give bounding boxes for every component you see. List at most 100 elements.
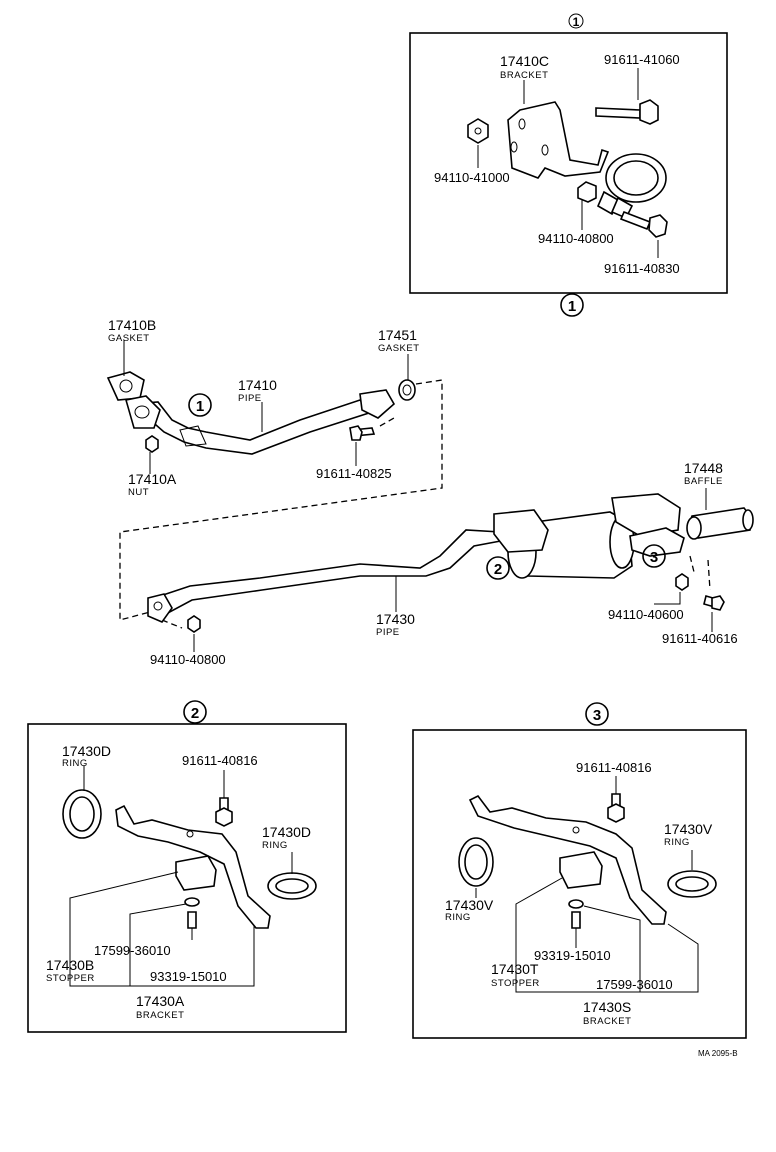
stopper-part-number: 17430B xyxy=(46,957,94,973)
detail-marker-1 xyxy=(188,393,212,417)
nut-left-part-number: 94110-41000 xyxy=(434,170,510,185)
inset-marker-small-number: 1 xyxy=(573,15,580,29)
gasket-rear-part-number: 17451 xyxy=(378,327,417,343)
washer-17599-36010-shape xyxy=(568,899,584,909)
inset-3-rear-hanger: 3 91611-40816 17430V RING 17430V RING xyxy=(412,702,747,1039)
tail-pipe-shape xyxy=(629,527,685,557)
inset-2-front-hanger: 2 17430D RING 91611-40816 17430D RING xyxy=(27,700,347,1033)
nut-17410a-shape xyxy=(145,435,159,453)
front-pipe-flange xyxy=(124,395,161,429)
bracket-part-name: BRACKET xyxy=(500,70,548,81)
bolt-91611-41060-head xyxy=(639,99,659,125)
inset-1-marker-number: 1 xyxy=(568,298,576,315)
bolt-91611-40830-head xyxy=(648,214,668,238)
ring-left-part-number: 17430V xyxy=(445,897,494,913)
pipe-front-part-name: PIPE xyxy=(238,393,262,404)
detail-marker-3-number: 3 xyxy=(650,549,658,566)
nut-94110-40800-shape xyxy=(577,181,597,203)
ring-left-part-name: RING xyxy=(62,758,88,769)
front-pipe-opening xyxy=(134,405,150,419)
bolt-91611-40616-head xyxy=(711,595,725,611)
screw-part-number: 93319-15010 xyxy=(150,969,227,984)
baffle-opening xyxy=(686,516,702,540)
ring-left-inner xyxy=(69,796,95,832)
inset-3-frame xyxy=(412,729,747,1039)
detail-marker-2-number: 2 xyxy=(494,561,502,578)
stopper-part-name: STOPPER xyxy=(46,973,95,984)
figure-code: MA 2095-B xyxy=(698,1049,738,1058)
nut-hole xyxy=(474,127,482,135)
inset-2-frame xyxy=(27,723,347,1033)
rear-pipe-17430-shape xyxy=(158,529,508,616)
bracket-hole xyxy=(186,830,194,838)
leader xyxy=(515,877,699,993)
gasket-hole xyxy=(402,384,412,396)
screw-part-number: 93319-15010 xyxy=(534,948,611,963)
ring-right-part-number: 17430D xyxy=(262,824,311,840)
front-pipe-clamp xyxy=(179,425,207,447)
stopper-17430t-shape xyxy=(559,851,603,889)
detail-marker-3 xyxy=(642,544,666,568)
baffle-part-name: BAFFLE xyxy=(684,476,723,487)
washer-part-number: 17599-36010 xyxy=(94,943,171,958)
nut-94110-40600-shape xyxy=(675,573,689,591)
rear-pipe-opening xyxy=(153,601,163,611)
leader xyxy=(654,592,681,605)
nut-front-part-number: 17410A xyxy=(128,471,177,487)
stopper-17430b-shape xyxy=(175,855,217,891)
front-pipe-rear-flange xyxy=(359,389,396,419)
connection-dashed-line xyxy=(119,379,443,621)
clamp-ring-inner xyxy=(613,160,659,196)
bracket-hole xyxy=(572,826,580,834)
bracket-hole xyxy=(518,118,526,130)
bracket-hole xyxy=(510,141,518,153)
nut-94110-41000-shape xyxy=(467,118,489,144)
ring-right-part-name: RING xyxy=(664,837,690,848)
ring-right-part-name: RING xyxy=(262,840,288,851)
rear-pipe-flange xyxy=(147,593,173,623)
ring-right-inner xyxy=(675,876,709,892)
connection-dashed-line xyxy=(689,555,695,573)
bolt-91611-40816-head xyxy=(607,803,625,823)
bolt-91611-41060-shank xyxy=(595,107,641,119)
screw-93319-15010-shape xyxy=(571,911,581,929)
pipe-rear-part-name: PIPE xyxy=(376,627,400,638)
bolt-91611-40830-shank xyxy=(619,210,652,231)
detail-marker-2 xyxy=(486,556,510,580)
bolt-91611-40816-head xyxy=(215,807,233,827)
ring-right-part-number: 17430V xyxy=(664,821,713,837)
connection-dashed-line xyxy=(707,559,711,591)
bracket-part-number: 17430A xyxy=(136,993,185,1009)
bolt-91611-40825-head xyxy=(349,425,363,441)
muffler-rear-hanger xyxy=(611,493,681,537)
bolt-part-number: 91611-40816 xyxy=(182,753,258,768)
bracket-hole xyxy=(541,144,549,156)
pipe-rear-part-number: 17430 xyxy=(376,611,415,627)
inset-3-marker xyxy=(585,702,609,726)
stopper-part-name: STOPPER xyxy=(491,978,540,989)
gasket-front-part-number: 17410B xyxy=(108,317,156,333)
gasket-17451-shape xyxy=(398,379,416,401)
bolt-flange-part-number: 91611-40825 xyxy=(316,466,392,481)
leader xyxy=(583,905,641,992)
pipe-front-part-number: 17410 xyxy=(238,377,277,393)
inset-3-marker-number: 3 xyxy=(593,707,601,724)
ring-left-part-number: 17430D xyxy=(62,743,111,759)
leader xyxy=(129,903,187,986)
nut-flange-part-number: 94110-40800 xyxy=(150,652,226,667)
gasket-front-part-name: GASKET xyxy=(108,333,150,344)
inset-marker-small xyxy=(568,13,584,29)
gasket-17410b-shape xyxy=(106,371,145,401)
detail-marker-1-number: 1 xyxy=(196,398,204,415)
inset-2-marker xyxy=(183,700,207,724)
ring-left-inner xyxy=(464,844,488,880)
bracket-part-name: BRACKET xyxy=(136,1010,184,1021)
nut-94110-40800-shape xyxy=(187,615,201,633)
front-pipe-17410-shape xyxy=(130,399,374,455)
connection-dashed-line xyxy=(379,417,395,427)
bracket-17410c-shape xyxy=(507,101,610,179)
baffle-part-number: 17448 xyxy=(684,460,723,476)
ring-right-inner xyxy=(275,878,309,894)
muffler-front-hanger xyxy=(493,509,549,553)
washer-part-number: 17599-36010 xyxy=(596,977,673,992)
